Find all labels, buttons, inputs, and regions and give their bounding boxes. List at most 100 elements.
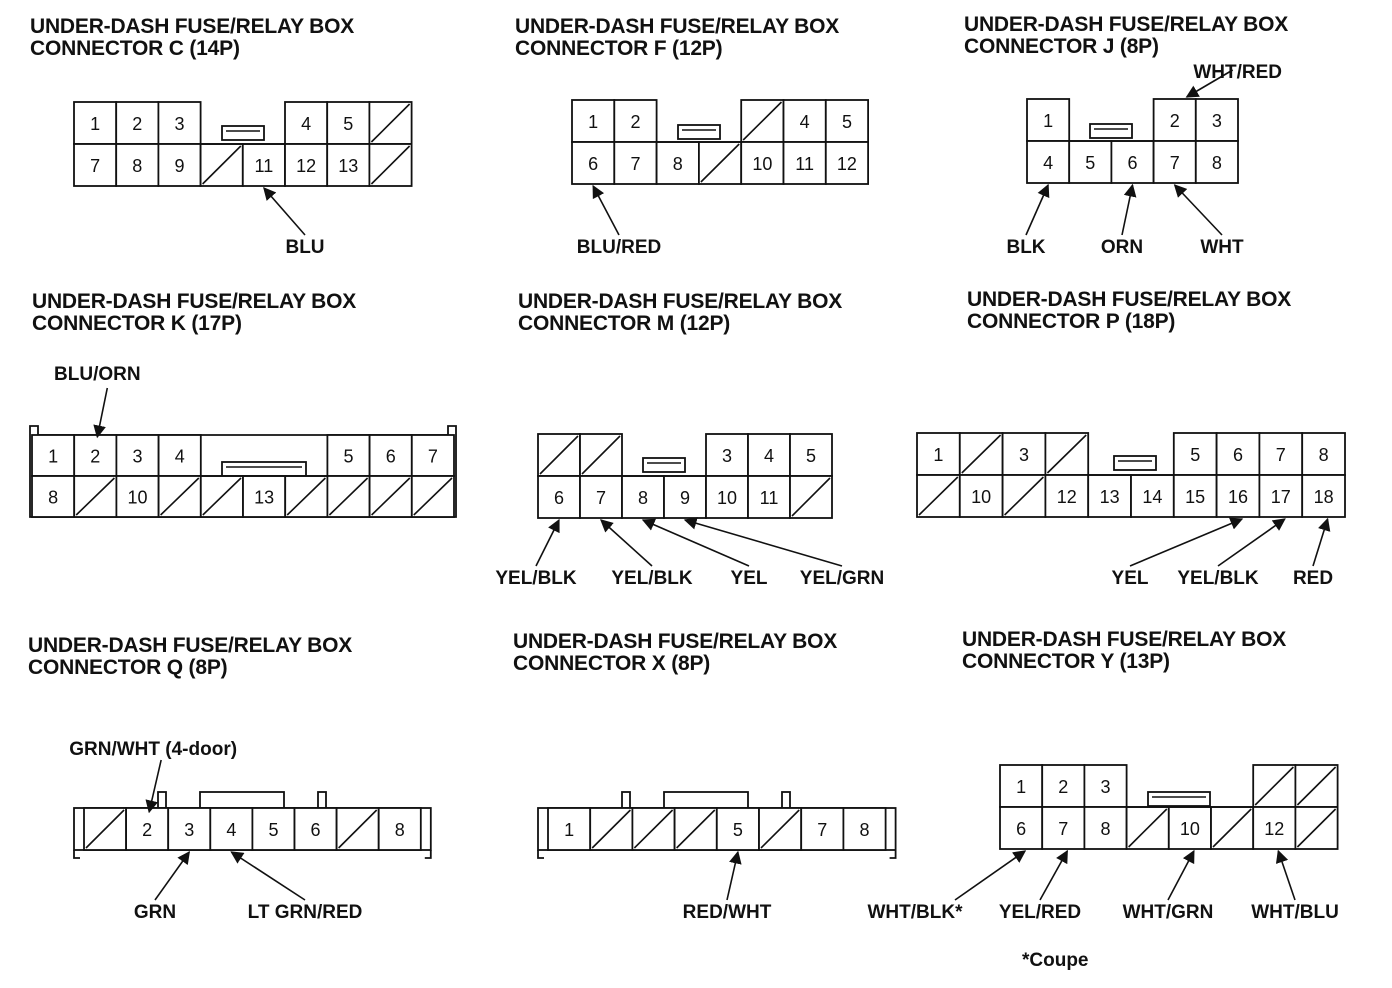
wire-label-m-8: YEL xyxy=(731,568,768,589)
connector-q-cavity-6 xyxy=(293,807,338,851)
connector-c-cavity-number: 7 xyxy=(90,156,100,176)
wire-label-k-2: BLU/ORN xyxy=(54,364,141,385)
connector-c-cavity-11 xyxy=(241,143,286,187)
connector-x-title-line2: CONNECTOR X (8P) xyxy=(513,652,711,675)
wire-label-m-9: YEL/GRN xyxy=(800,568,884,589)
connector-k-cavity-number: 6 xyxy=(386,447,396,467)
connector-f-cavity-4 xyxy=(782,99,827,143)
wire-label-q-2: GRN/WHT (4-door) xyxy=(69,739,237,760)
connector-p-cavity-1 xyxy=(916,432,961,476)
connector-c-title: UNDER-DASH FUSE/RELAY BOX CONNECTOR C (1… xyxy=(30,16,354,60)
connector-q-cavity-2 xyxy=(125,807,170,851)
wire-arrow-q-2 xyxy=(145,759,162,814)
connector-c-title-line1: UNDER-DASH FUSE/RELAY BOX xyxy=(30,15,355,38)
connector-c-cavity-number: 13 xyxy=(338,156,358,176)
connector-p-cavity-number: 5 xyxy=(1190,445,1200,465)
connector-p-cavity-17 xyxy=(1258,474,1304,518)
connector-c-cavity-number: 12 xyxy=(296,156,316,176)
coupe-footnote: *Coupe xyxy=(1022,950,1089,971)
wire-arrow-q-3 xyxy=(154,850,190,901)
connector-m-cavity-5 xyxy=(789,433,833,477)
connector-x-blank-slash xyxy=(676,809,716,849)
connector-k-blank-slash xyxy=(202,477,242,516)
connector-m-title-line2: CONNECTOR M (12P) xyxy=(518,312,731,335)
connector-q-cavity-number: 4 xyxy=(226,820,236,840)
wire-label-x-5: RED/WHT xyxy=(683,902,772,923)
connector-m-cavity-number: 9 xyxy=(680,488,690,508)
connector-c-cavity-12 xyxy=(284,143,329,187)
connector-y-cavity-1 xyxy=(999,764,1044,808)
connector-q-latch-left xyxy=(157,791,167,809)
wire-label-p-17: YEL/BLK xyxy=(1177,568,1259,589)
connector-f-cavity-number: 4 xyxy=(800,112,810,132)
connector-x-cavity-1 xyxy=(547,807,592,851)
wire-arrow-j-6 xyxy=(1121,183,1137,236)
connector-x-blank-slash xyxy=(591,809,631,849)
connector-q-title-line2: CONNECTOR Q (8P) xyxy=(28,656,228,679)
connector-p-cavity-18 xyxy=(1301,474,1346,518)
connector-j-cavity-number: 1 xyxy=(1043,111,1053,131)
connector-k-cavity-number: 1 xyxy=(48,447,58,467)
wire-label-q-4: LT GRN/RED xyxy=(248,902,363,923)
connector-m-cavity-number: 7 xyxy=(596,488,606,508)
connector-k-blank-slash xyxy=(286,477,326,516)
connector-m-cavity-number: 8 xyxy=(638,488,648,508)
connector-x-latch-right xyxy=(781,791,791,809)
connector-p-title-line1: UNDER-DASH FUSE/RELAY BOX xyxy=(967,288,1292,311)
connector-p-cavity-3 xyxy=(1001,432,1047,476)
connector-k-title-line1: UNDER-DASH FUSE/RELAY BOX xyxy=(32,290,357,313)
connector-j-cavity-6 xyxy=(1110,140,1155,184)
connector-k-key xyxy=(221,461,307,477)
connector-y-cavity-10 xyxy=(1167,806,1212,850)
connector-p-cavity-number: 12 xyxy=(1057,487,1077,507)
connector-j-cavity-number: 3 xyxy=(1212,111,1222,131)
connector-y-cavity-number: 3 xyxy=(1100,777,1110,797)
connector-m-cavity-number: 11 xyxy=(760,488,779,508)
wire-arrow-m-8 xyxy=(641,518,750,567)
connector-q-title-line1: UNDER-DASH FUSE/RELAY BOX xyxy=(28,634,353,657)
connector-f-key xyxy=(677,124,721,140)
connector-p-cavity-number: 18 xyxy=(1314,487,1334,507)
connector-k-title-line2: CONNECTOR K (17P) xyxy=(32,312,242,335)
connector-j-cavity-number: 7 xyxy=(1170,153,1180,173)
connector-x-key xyxy=(663,791,749,809)
connector-m-cavity-number: 5 xyxy=(806,446,816,466)
wire-arrow-j-7 xyxy=(1173,184,1223,236)
connector-j-cavity-number: 8 xyxy=(1212,153,1222,173)
wire-label-y-6: WHT/BLK* xyxy=(868,902,964,923)
connector-j-key xyxy=(1089,123,1133,139)
connector-q-cavity-8 xyxy=(377,807,422,851)
wire-arrow-f-6 xyxy=(592,184,620,236)
connector-x-cavity-8 xyxy=(842,807,887,851)
wire-arrow-q-4 xyxy=(230,851,306,901)
connector-f-cavity-5 xyxy=(824,99,869,143)
connector-f-cavity-number: 5 xyxy=(842,112,852,132)
connector-f-cavity-number: 2 xyxy=(630,112,640,132)
connector-k-blank-slash xyxy=(413,477,453,516)
connector-y-blank-slash xyxy=(1296,808,1337,848)
connector-y-cavity-number: 8 xyxy=(1100,819,1110,839)
connector-k-cavity-number: 8 xyxy=(48,488,58,508)
connector-m-blank-slash xyxy=(581,435,621,475)
connector-f-cavity-number: 11 xyxy=(795,154,814,174)
connector-q-foot-left xyxy=(73,850,80,859)
connector-c-blank-slash xyxy=(370,103,411,143)
connector-c-cavity-number: 2 xyxy=(132,114,142,134)
wire-arrow-y-7 xyxy=(1039,849,1068,901)
connector-j-cavity-2 xyxy=(1152,98,1197,142)
connector-y-cavity-number: 12 xyxy=(1264,819,1284,839)
connector-f-cavity-number: 7 xyxy=(630,154,640,174)
connector-k-cavity-1 xyxy=(31,434,76,477)
connector-x-latch-left xyxy=(621,791,631,809)
connector-x-cavity-number: 1 xyxy=(564,820,574,840)
connector-f-cavity-12 xyxy=(824,141,869,185)
connector-k-cavity-3 xyxy=(115,434,160,477)
connector-q-blank-slash xyxy=(338,809,378,849)
wire-label-y-7: YEL/RED xyxy=(999,902,1081,923)
connector-f-cavity-number: 8 xyxy=(673,154,683,174)
wire-label-y-12: WHT/BLU xyxy=(1251,902,1339,923)
connector-p-cavity-number: 8 xyxy=(1319,445,1329,465)
connector-x-foot-right xyxy=(889,850,897,859)
connector-c-cavity-8 xyxy=(115,143,160,187)
